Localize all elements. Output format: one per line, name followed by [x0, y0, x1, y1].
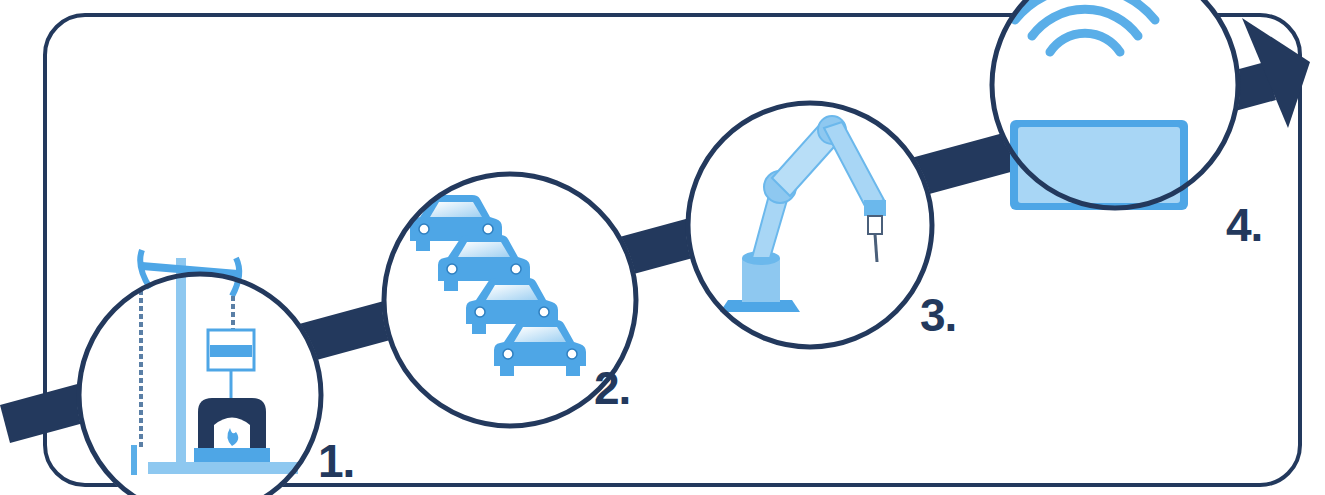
circle-ground — [77, 272, 323, 495]
circle-outline — [992, 0, 1238, 208]
stage-circle: 2. — [382, 172, 638, 428]
circle-outline-layer — [77, 272, 323, 495]
stage-circle: 1. — [77, 272, 323, 495]
circle-ground — [990, 0, 1240, 210]
robot-arm-icon — [720, 116, 886, 312]
arrow-head — [1242, 18, 1310, 128]
circle-ground — [382, 172, 638, 428]
step-number: 1. — [318, 438, 354, 484]
circle-outline-layer — [990, 0, 1240, 210]
step-number: 2. — [594, 365, 630, 411]
step-number: 4. — [1226, 202, 1262, 248]
circle-outline — [688, 103, 932, 347]
circle-ground — [686, 101, 934, 349]
circle-outline — [384, 174, 636, 426]
cars-icon — [410, 195, 586, 376]
circle-outline-layer — [686, 101, 934, 349]
stage-circle: 4. — [990, 0, 1240, 210]
step-number: 3. — [920, 292, 956, 338]
stage-circle: 3. — [686, 101, 934, 349]
circle-outline — [79, 274, 321, 495]
